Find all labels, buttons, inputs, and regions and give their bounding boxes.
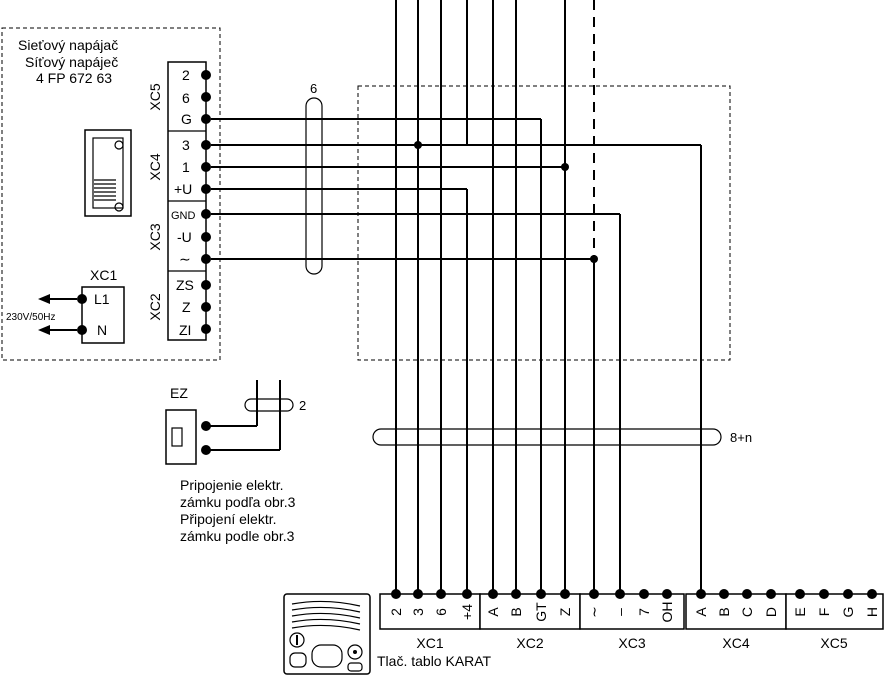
wires-through-main-bundle xyxy=(395,429,702,445)
lock-label: EZ xyxy=(170,385,188,401)
panel-xc3-pin: 7 xyxy=(636,608,652,616)
panel-xc1-pin: 3 xyxy=(410,608,426,616)
power-supply-title-sk: Sieťový napájač xyxy=(18,37,118,53)
mains-terminal xyxy=(81,286,125,344)
pin-xc2-z: Z xyxy=(182,299,191,315)
panel-group-xc2-label: XC2 xyxy=(516,635,543,651)
power-supply-model: 4 FP 672 63 xyxy=(36,70,112,86)
lock-note-sk-1: Pripojenie elektr. xyxy=(180,477,284,493)
panel-xc2-pin: GT xyxy=(533,602,549,622)
lock-icon xyxy=(165,409,197,465)
pin-xc4-3: 3 xyxy=(182,137,190,153)
panel-group-xc5-label: XC5 xyxy=(820,635,847,651)
panel-pin-dots xyxy=(391,589,877,599)
panel-xc5-pin: G xyxy=(840,607,856,618)
cable-main-label: 8+n xyxy=(730,430,752,445)
panel-icon xyxy=(283,593,371,675)
mains-arrow-n xyxy=(38,325,50,335)
mains-voltage: 230V/50Hz xyxy=(6,312,55,323)
panel-group-xc4-label: XC4 xyxy=(722,635,749,651)
pin-xc5-2: 2 xyxy=(182,67,190,83)
mains-pin-n: N xyxy=(97,322,107,338)
panel-group-xc1-label: XC1 xyxy=(416,635,443,651)
cable-6-bundle xyxy=(305,97,323,275)
cable-lock-bundle xyxy=(244,398,294,412)
panel-xc1-pin: 6 xyxy=(433,608,449,616)
cable-6-label: 6 xyxy=(310,81,317,96)
terminal-xc2-label: XC2 xyxy=(147,293,163,320)
terminal-xc5-label: XC5 xyxy=(147,83,163,110)
panel-xc5-pin: H xyxy=(864,607,880,617)
cable-lock-label: 2 xyxy=(299,398,306,413)
lock-note-cz-2: zámku podle obr.3 xyxy=(180,528,295,544)
panel-xc5-pin: E xyxy=(792,607,808,616)
panel-xc3-pin: OH xyxy=(659,602,675,623)
pin-xc4-1: 1 xyxy=(182,159,190,175)
panel-xc4-pin: C xyxy=(739,607,755,617)
panel-xc3-pin: ∼ xyxy=(586,606,602,618)
pin-xc2-zi: ZI xyxy=(179,322,191,338)
power-supply-title-cz: Síťový napáječ xyxy=(25,54,118,70)
lock-note-sk-2: zámku podľa obr.3 xyxy=(180,494,296,510)
pin-xc2-zs: ZS xyxy=(176,277,194,293)
panel-pin-labels: 2 3 6 +4 A B GT Z ∼ – 7 OH A B C D E F G… xyxy=(388,602,880,623)
pin-xc5-6: 6 xyxy=(182,90,190,106)
panel-xc4-pin: A xyxy=(693,607,709,617)
lock-note-cz-1: Připojení elektr. xyxy=(180,511,277,527)
panel-terminals xyxy=(379,593,884,630)
power-supply-enclosure xyxy=(1,27,221,361)
panel-xc5-pin: F xyxy=(816,608,832,617)
pin-xc5-g: G xyxy=(181,111,192,127)
terminal-xc3-label: XC3 xyxy=(147,223,163,250)
mains-pin-l1: L1 xyxy=(94,291,110,307)
panel-xc3-pin: – xyxy=(612,608,628,616)
pin-xc3-ac: ∼ xyxy=(179,251,191,267)
panel-group-xc3-label: XC3 xyxy=(618,635,645,651)
power-supply-icon xyxy=(84,129,132,217)
panel-xc1-pin: 2 xyxy=(388,608,404,616)
pin-xc3-gnd: GND xyxy=(171,210,196,222)
panel-caption: Tlač. tablo KARAT xyxy=(377,653,492,669)
cable-main-bundle xyxy=(372,428,722,446)
pin-xc4-plus-u: +U xyxy=(174,181,192,197)
mains-arrow-l1 xyxy=(38,294,50,304)
mains-xc1-label: XC1 xyxy=(90,267,117,283)
panel-xc2-pin: A xyxy=(485,607,501,617)
panel-xc1-pin: +4 xyxy=(459,604,475,620)
panel-xc4-pin: D xyxy=(763,607,779,617)
pin-xc3-minus-u: -U xyxy=(177,229,192,245)
panel-xc4-pin: B xyxy=(716,607,732,616)
wires xyxy=(211,0,702,594)
panel-xc2-pin: B xyxy=(508,607,524,616)
panel-xc2-pin: Z xyxy=(557,607,573,616)
terminal-pin-dots xyxy=(201,70,211,334)
routing-box xyxy=(357,85,731,361)
terminal-xc4-label: XC4 xyxy=(147,153,163,180)
